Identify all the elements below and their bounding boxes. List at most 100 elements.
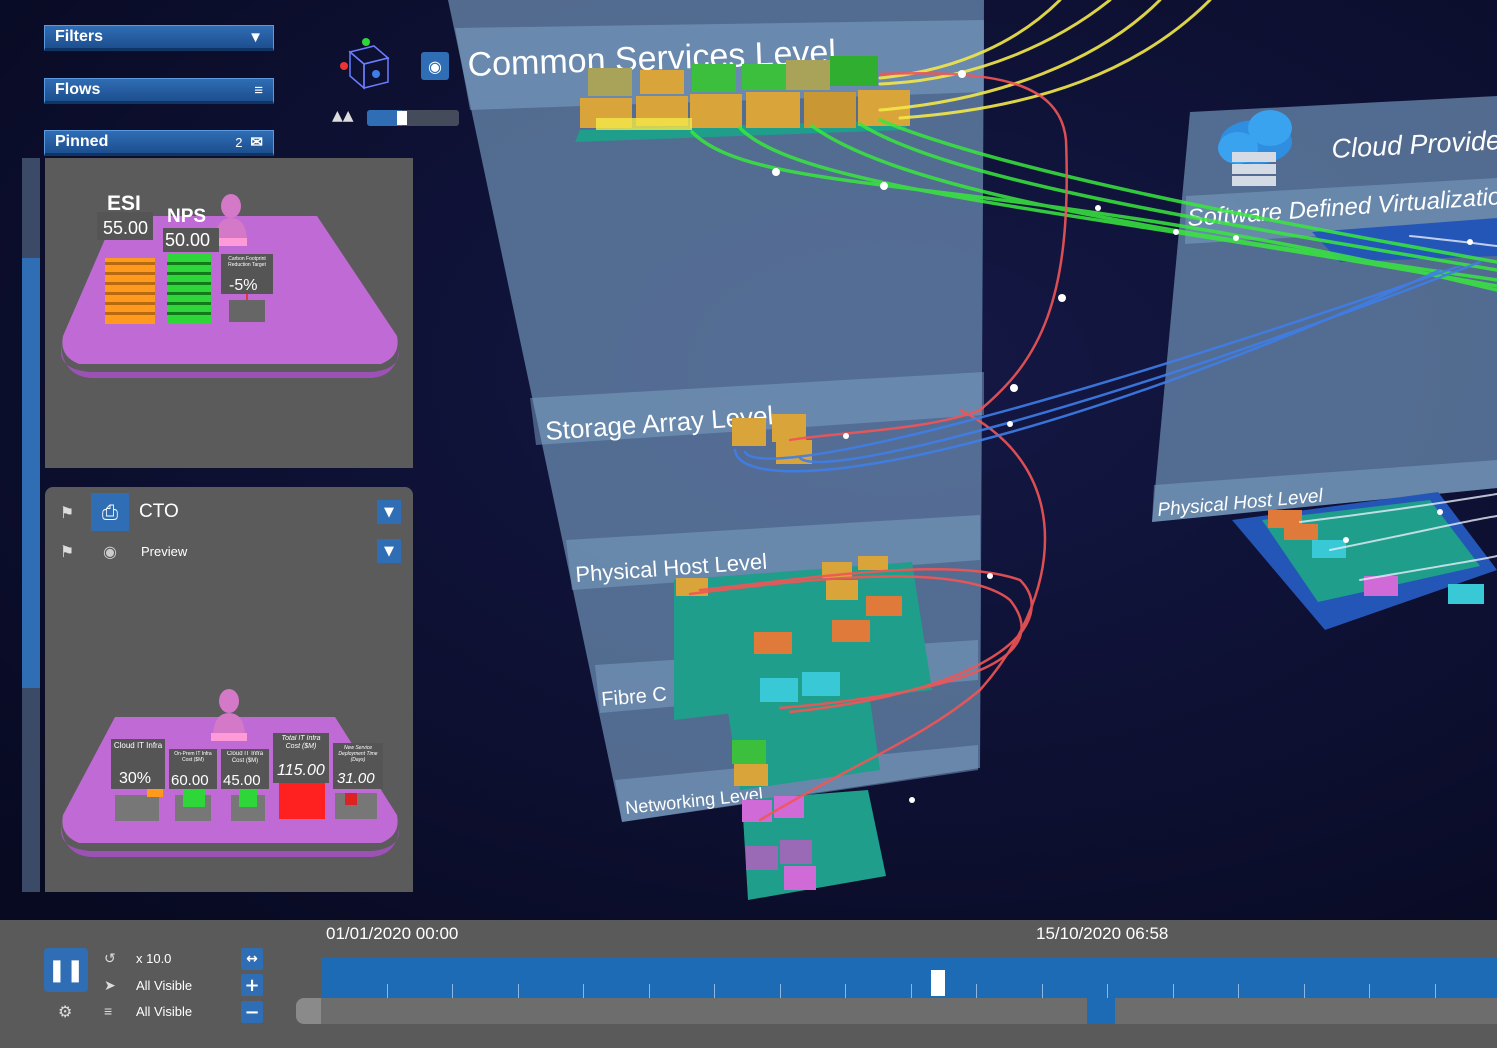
physical-host-plane[interactable] [674,556,932,720]
esi-stack [105,258,155,324]
role-dropdown-button[interactable]: ▼ [377,500,401,524]
pinned-card-cto[interactable]: ⚑ ⎙ CTO ▼ ⚑ ◉ Preview ▼ Cloud IT Infra 3 [45,487,413,892]
timeline-tick [517,984,519,998]
kpi-value-total-cost: 115.00 [277,762,325,779]
timeline-start-time: 01/01/2020 00:00 [326,924,459,943]
flow-particles [772,70,1473,803]
plus-icon: + [244,974,260,996]
triangle-down-icon: ▼ [384,504,394,520]
timeline-current-time: 15/10/2020 06:58 [1036,924,1169,943]
pinned-card-esi-nps[interactable]: ESI 55.00 NPS 50.00 Carbon Footprint Red… [45,158,413,468]
timeline-tick [714,984,715,998]
esi-value: 55.00 [103,218,148,238]
preview-label: Preview [141,543,188,559]
pinned-dashboard-icon: ✉ [250,134,263,151]
cloud-server-icon [1218,110,1292,186]
orientation-gizmo-icon[interactable] [336,36,396,92]
kpi-value-cloud-it-infra: 30% [119,770,151,787]
rocket-icon: ➤ [104,977,116,993]
timeline-tick [910,984,912,998]
carbon-target-label: Carbon Footprint Reduction Target [228,256,266,268]
timeline-tick [1107,984,1108,998]
timeline-tick [583,984,584,998]
timeline-bar: ❚❚ ⚙ ↺ x 10.0 ➤ All Visible ≡ All Visibl… [0,920,1497,1048]
timeline-zoom-in-button[interactable]: + [241,974,263,996]
timeline-tick [386,984,388,998]
pinned-count: 2 [235,134,243,150]
kpi-value-cloud-cost: 45.00 [223,772,261,789]
carbon-target-value: -5% [229,277,257,294]
zoom-slider-fill [367,110,402,126]
preview-row[interactable]: ⚑ ◉ Preview ▼ [45,537,413,565]
bookmark-pin-icon[interactable]: ⚑ [59,541,75,561]
role-label: CTO [139,501,179,522]
nps-value: 50.00 [165,230,210,250]
pause-button[interactable]: ❚❚ [44,948,88,992]
avatar-figure [211,689,247,741]
playback-speed[interactable]: ↺ x 10.0 [104,950,171,967]
kpi-label-total-cost: Total IT Infra Cost ($M) [281,735,321,750]
kpi-value-deployment-time: 31.00 [337,770,375,787]
focus-target-icon: ◉ [428,56,442,76]
flow-lines-white[interactable] [1299,235,1497,581]
kpi-label-on-prem-cost: On-Prem IT Infra Cost ($M) [174,751,212,763]
kpi-value-on-prem-cost: 60.00 [171,772,209,789]
flow-lines-green[interactable] [690,118,1497,292]
common-services-nodes[interactable] [575,56,910,142]
timeline-fit-button[interactable]: ↔ [241,948,263,970]
timeline-tick [1238,984,1239,998]
timeline-tick [976,984,977,998]
playback-speed-label: x 10.0 [136,951,172,966]
timeline-overview-track[interactable] [296,998,1497,1024]
filters-label: Filters [55,28,104,45]
avatar-figure [215,194,247,246]
pinned-scrollbar[interactable] [22,158,40,892]
flows-icon: ≡ [104,1003,113,1019]
gear-icon[interactable]: ⚙ [58,1002,73,1021]
filter-icon: ▼ [248,28,263,46]
esi-label: ESI [107,192,141,215]
nps-label: NPS [167,206,206,227]
timeline-tick [1434,984,1436,998]
flows-icon: ≡ [254,81,263,99]
timeline-tick [452,984,453,998]
timeline-tick [779,984,781,998]
kpi-label-cloud-cost: Cloud IT Infra Cost ($M) [226,751,264,764]
events-visibility-label: All Visible [136,978,193,993]
bookmark-pin-icon[interactable]: ⚑ [59,502,75,522]
pause-icon: ❚❚ [47,957,85,983]
timeline-tick [1172,984,1174,998]
laptop-icon: ⎙ [91,493,129,531]
filters-button[interactable]: Filters ▼ [44,25,274,51]
timeline-track[interactable] [321,958,1497,998]
flow-lines-red[interactable] [688,71,1068,822]
cto-dashboard-3d: Cloud IT Infra 30% On-Prem IT Infra Cost… [61,689,400,857]
cloud-provider-panel[interactable]: Cloud Provider ( Software Defined Virtua… [1152,96,1497,630]
timeline-zoom-out-button[interactable]: − [241,1001,263,1023]
flow-lines-yellow[interactable] [878,0,1212,120]
cto-role-row[interactable]: ⚑ ⎙ CTO ▼ [45,493,413,531]
timeline-tick [845,984,846,998]
timeline-overview-marker[interactable] [1086,998,1115,1024]
networking-plane[interactable] [728,700,886,900]
pinned-button[interactable]: Pinned 2 ✉ [44,130,274,156]
flow-lines[interactable] [688,0,1497,822]
flows-visibility[interactable]: ≡ All Visible [104,1003,192,1019]
pinned-label: Pinned [55,133,109,150]
timeline-tick [1041,984,1043,998]
flows-button[interactable]: Flows ≡ [44,78,274,104]
events-visibility[interactable]: ➤ All Visible [104,977,192,994]
zoom-slider[interactable] [367,110,459,126]
flows-visibility-label: All Visible [136,1003,193,1019]
focus-target-button[interactable]: ◉ [421,52,449,80]
carbon-target-base [229,300,265,322]
timeline-playhead[interactable] [931,970,946,996]
flows-label: Flows [55,81,101,98]
triangle-down-icon: ▼ [384,543,394,559]
minus-icon: − [244,1001,260,1023]
zoom-slider-thumb[interactable] [396,111,407,125]
timeline-tick [1303,984,1305,998]
preview-dropdown-button[interactable]: ▼ [377,539,401,563]
flow-lines-blue[interactable] [733,260,1482,473]
pinned-scrollbar-thumb[interactable] [22,258,40,688]
